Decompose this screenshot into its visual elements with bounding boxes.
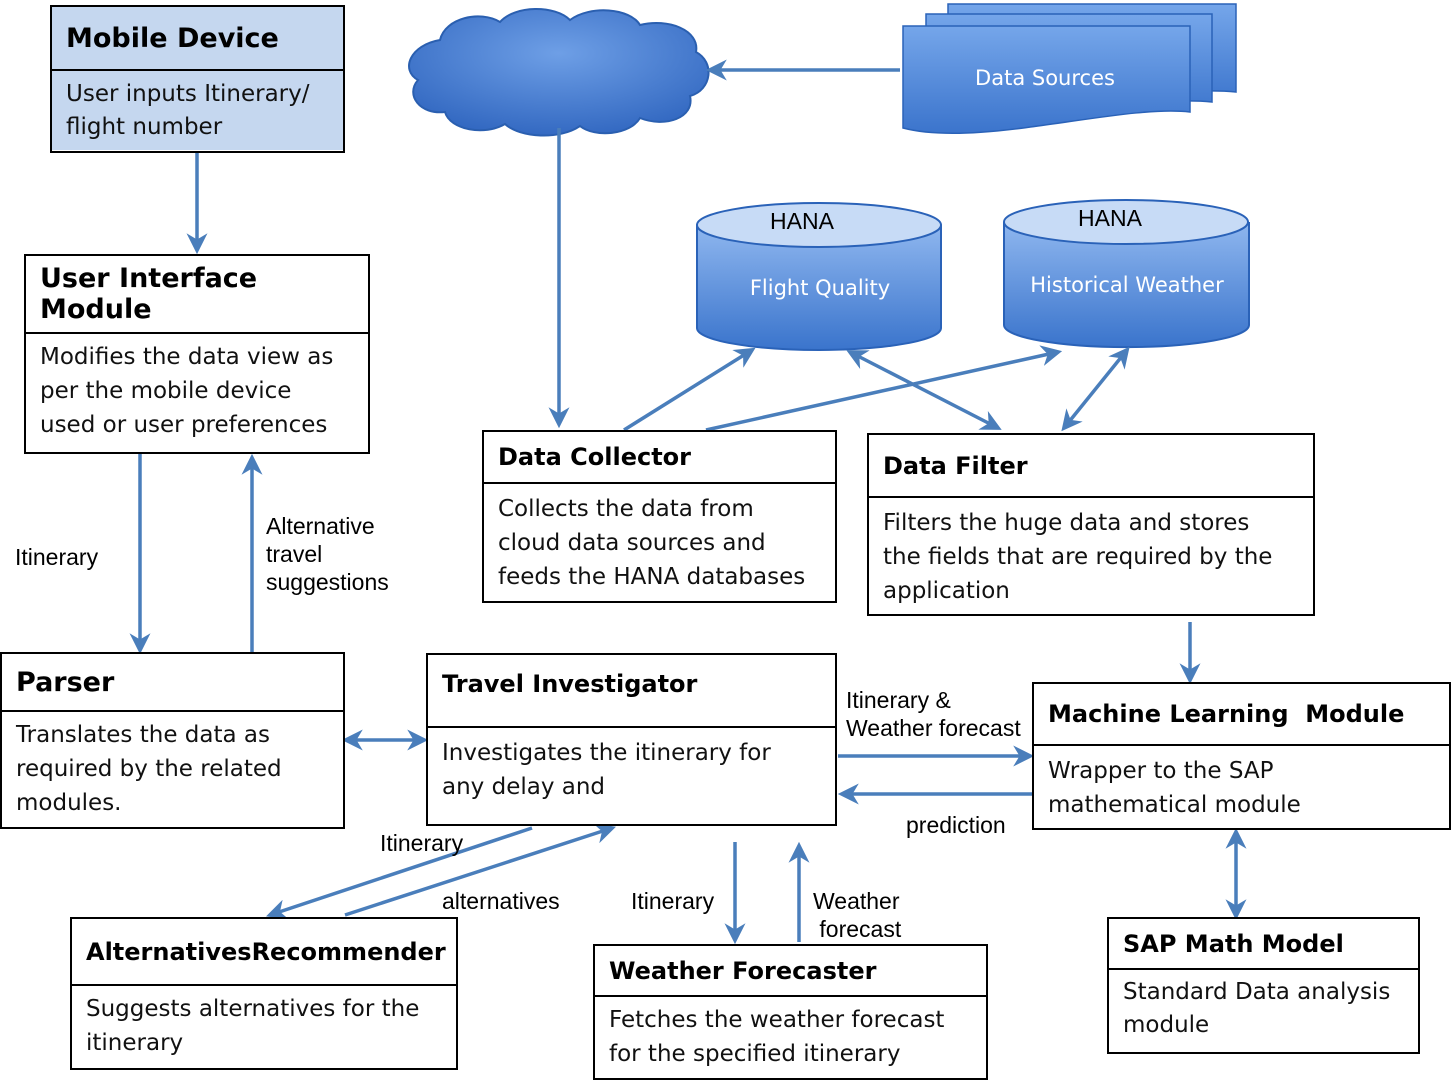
sap-math-model-module: SAP Math Model Standard Data analysis mo… bbox=[1107, 917, 1420, 1054]
parser-title: Parser bbox=[2, 654, 343, 712]
data-filter-title: Data Filter bbox=[869, 435, 1313, 498]
user-interface-module: User Interface Module Modifies the data … bbox=[24, 254, 370, 454]
hana-tag-historical-weather: HANA bbox=[1078, 205, 1142, 231]
db-name-historical-weather: Historical Weather bbox=[1030, 273, 1224, 297]
mobile-device-module: Mobile Device User inputs Itinerary/ fli… bbox=[50, 5, 345, 153]
data-collector-text: Collects the data from cloud data source… bbox=[498, 496, 806, 590]
user-interface-text: Modifies the data view as per the mobile… bbox=[40, 344, 334, 438]
edge-label-alternative-travel: Alternative travel suggestions bbox=[266, 513, 389, 595]
hana-cylinder-flight-quality bbox=[696, 202, 942, 351]
cloud-shape bbox=[408, 8, 710, 137]
mobile-device-title: Mobile Device bbox=[52, 7, 343, 71]
db-name-flight-quality: Flight Quality bbox=[749, 276, 891, 300]
data-sources-shape bbox=[902, 3, 1237, 134]
data-sources-label: Data Sources bbox=[975, 66, 1115, 90]
weather-forecaster-module: Weather Forecaster Fetches the weather f… bbox=[593, 944, 988, 1080]
edge-label-itinerary-weather: Itinerary & Weather forecast bbox=[846, 687, 1021, 741]
user-interface-title: User Interface Module bbox=[26, 256, 368, 334]
weather-forecaster-text: Fetches the weather forecast for the spe… bbox=[609, 1007, 945, 1067]
alternatives-recommender-module: AlternativesRecommender Suggests alterna… bbox=[70, 917, 458, 1070]
machine-learning-module: Machine Learning Module Wrapper to the S… bbox=[1032, 682, 1451, 830]
data-collector-module: Data Collector Collects the data from cl… bbox=[482, 430, 837, 603]
alternatives-recommender-text: Suggests alternatives for the itinerary bbox=[86, 996, 420, 1056]
travel-investigator-module: Travel Investigator Investigates the iti… bbox=[426, 653, 837, 826]
edge-label-alternatives: alternatives bbox=[442, 888, 560, 914]
arrow-investigator-to-alt bbox=[266, 826, 533, 920]
alternatives-recommender-title: AlternativesRecommender bbox=[72, 919, 456, 986]
mobile-device-text: User inputs Itinerary/ flight number bbox=[52, 71, 343, 150]
sap-math-model-text: Standard Data analysis module bbox=[1123, 979, 1391, 1038]
data-collector-title: Data Collector bbox=[484, 432, 835, 484]
edge-label-itinerary-alt: Itinerary bbox=[380, 830, 464, 856]
sap-math-model-title: SAP Math Model bbox=[1109, 919, 1418, 970]
travel-investigator-title: Travel Investigator bbox=[428, 655, 835, 728]
machine-learning-title: Machine Learning Module bbox=[1034, 684, 1449, 746]
parser-module: Parser Translates the data as required b… bbox=[0, 652, 345, 829]
arrow-alt-to-investigator bbox=[344, 823, 616, 917]
arrow-collector-to-flightquality bbox=[623, 347, 756, 432]
hana-cylinder-historical-weather bbox=[1003, 199, 1250, 349]
arrow-weatherdb-filter bbox=[1061, 346, 1130, 432]
weather-forecaster-title: Weather Forecaster bbox=[595, 946, 986, 997]
edge-label-itinerary-ui-parser: Itinerary bbox=[15, 544, 99, 570]
parser-text: Translates the data as required by the r… bbox=[16, 722, 282, 816]
edge-label-weather-forecast: Weather forecast bbox=[813, 888, 902, 942]
edge-label-itinerary-wf: Itinerary bbox=[631, 888, 715, 914]
hana-tag-flight-quality: HANA bbox=[770, 208, 834, 234]
arrow-flightquality-filter bbox=[846, 350, 1002, 430]
edge-label-prediction: prediction bbox=[906, 812, 1006, 838]
data-filter-text: Filters the huge data and stores the fie… bbox=[883, 510, 1273, 604]
data-filter-module: Data Filter Filters the huge data and st… bbox=[867, 433, 1315, 616]
machine-learning-text: Wrapper to the SAP mathematical module bbox=[1048, 758, 1301, 818]
arrow-collector-to-weatherdb bbox=[705, 345, 1063, 432]
travel-investigator-text: Investigates the itinerary for any delay… bbox=[442, 740, 771, 800]
